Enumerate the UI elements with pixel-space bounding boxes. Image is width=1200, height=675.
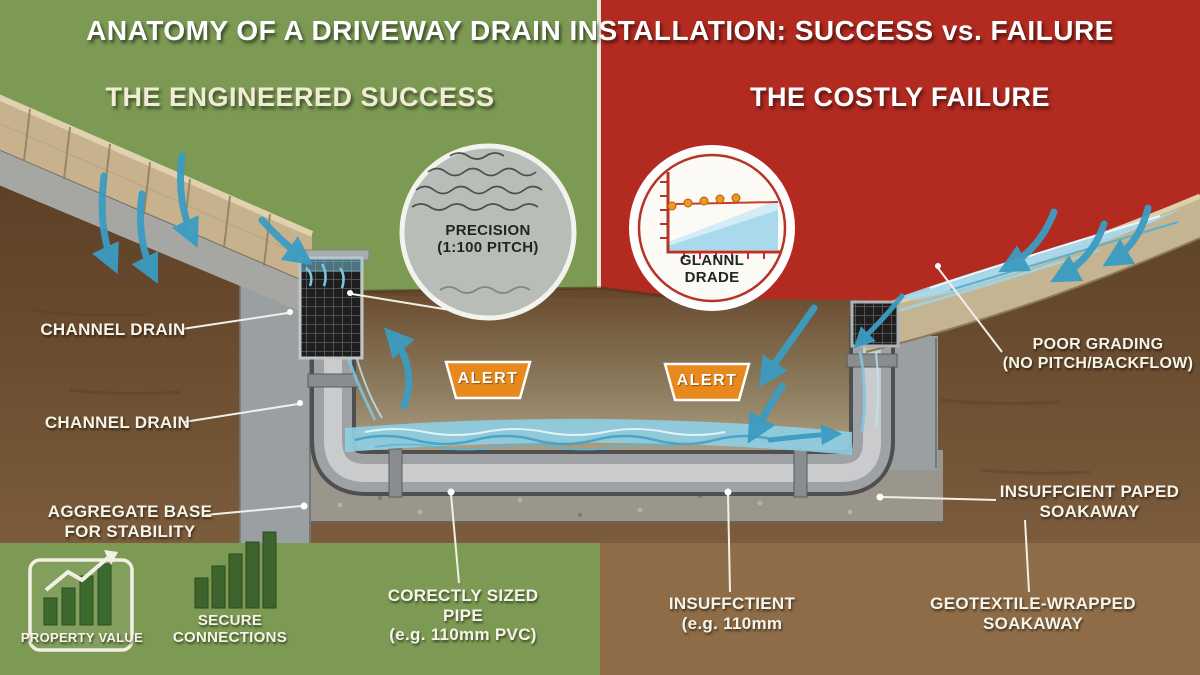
- panel-divider: [597, 0, 601, 300]
- secure-connections-label: SECURE CONNECTIONS: [172, 612, 288, 647]
- poor-grading-label: POOR GRADING (NO PITCH/BACKFLOW): [1002, 336, 1194, 372]
- alert-badge-right-label: ALERT: [676, 372, 738, 389]
- failure-subtitle: THE COSTLY FAILURE: [749, 82, 1051, 112]
- page-title: ANATOMY OF A DRIVEWAY DRAIN INSTALLATION…: [86, 15, 1114, 46]
- alert-badge-left-label: ALERT: [457, 370, 519, 387]
- channel-drain-label-top: CHANNEL DRAIN: [40, 320, 186, 339]
- success-subtitle: THE ENGINEERED SUCCESS: [105, 82, 495, 112]
- property-value-label: PROPERTY VALUE: [20, 630, 144, 645]
- growth-chart-icon: [28, 550, 134, 652]
- pipe-coupler: [307, 373, 359, 388]
- correctly-sized-pipe-label: CORECTLY SIZED PIPE (e.g. 110mm PVC): [387, 586, 539, 645]
- leader-lines: [181, 263, 1030, 593]
- bar-chart-icon: [194, 531, 277, 609]
- insufficient-pipe-label: INSUFFCTIENT (e.g. 110mm: [668, 594, 796, 633]
- precision-callout-circle: [347, 143, 577, 321]
- grade-callout-label: GLANNL DRADE: [679, 252, 745, 287]
- alert-badges: [444, 360, 751, 402]
- pipe-coupler: [793, 448, 808, 498]
- right-driveway-slab: [865, 193, 1200, 353]
- geotextile-soakaway-label: GEOTEXTILE-WRAPPED SOAKAWAY: [930, 594, 1136, 633]
- left-driveway-pavers: [0, 94, 314, 316]
- aggregate-base-label: AGGREGATE BASE FOR STABILITY: [47, 502, 213, 541]
- grade-graph-callout-circle: [629, 145, 795, 311]
- water-flow-arrows: [92, 152, 1152, 446]
- channel-drain-grate-left: [292, 249, 370, 360]
- drain-pipe: [307, 316, 898, 498]
- insufficient-soakaway-label: INSUFFCIENT PAPED SOAKAWAY: [999, 482, 1180, 521]
- precision-callout-label: PRECISION (1:100 PITCH): [437, 222, 539, 257]
- trench-water: [328, 299, 879, 455]
- pipe-coupler: [846, 353, 898, 368]
- pipe-coupler: [388, 448, 403, 498]
- channel-drain-label-bottom: CHANNEL DRAIN: [44, 413, 191, 432]
